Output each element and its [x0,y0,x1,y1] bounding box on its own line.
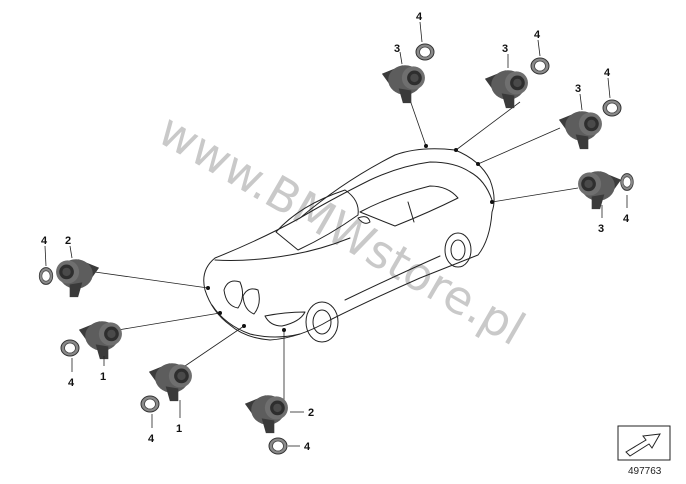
sensor-left-upper [56,259,100,298]
callout-bottom-mid-sensor: 1 [176,423,182,435]
car-outline [203,148,495,343]
sensor-top-mid [484,70,528,109]
ring-left-lower [60,339,80,357]
doc-number: 497763 [628,466,662,477]
sensor-right-lower [578,171,622,210]
sensor-top-left [381,65,425,104]
sensor-bottom-mid [148,363,192,402]
callout-right-upper-ring: 4 [604,67,611,79]
callout-top-mid-sensor: 3 [502,43,508,55]
callout-left-upper-sensor: 2 [65,235,71,247]
ring-right-upper [602,99,622,117]
ring-top-mid [530,57,550,75]
ring-left-upper [38,267,54,285]
arrow-icon [625,433,661,457]
callout-right-lower-sensor: 3 [598,223,604,235]
orientation-arrow-box [617,425,671,461]
callout-right-upper-sensor: 3 [575,83,581,95]
ring-top-left [415,43,435,61]
sensor-left-lower [78,321,122,360]
callout-top-mid-ring: 4 [534,29,541,41]
callout-bottom-right-sensor: 2 [308,407,314,419]
leader-lines [94,99,579,400]
callout-top-left-ring: 4 [416,11,423,23]
watermark-text: www.BMWstore.pl [150,103,535,356]
callout-left-upper-ring: 4 [41,235,48,247]
callout-right-lower-ring: 4 [623,213,630,225]
callout-left-lower-ring: 4 [68,377,75,389]
ring-bottom-right [268,437,288,455]
sensor-right-upper [558,111,602,150]
callout-bottom-right-ring: 4 [304,441,311,453]
callout-top-left-sensor: 3 [394,43,400,55]
callout-bottom-mid-ring: 4 [148,433,155,445]
callout-left-lower-sensor: 1 [100,371,106,383]
ring-right-lower [620,173,634,191]
ring-bottom-mid [140,395,160,413]
sensor-bottom-right [244,395,288,434]
